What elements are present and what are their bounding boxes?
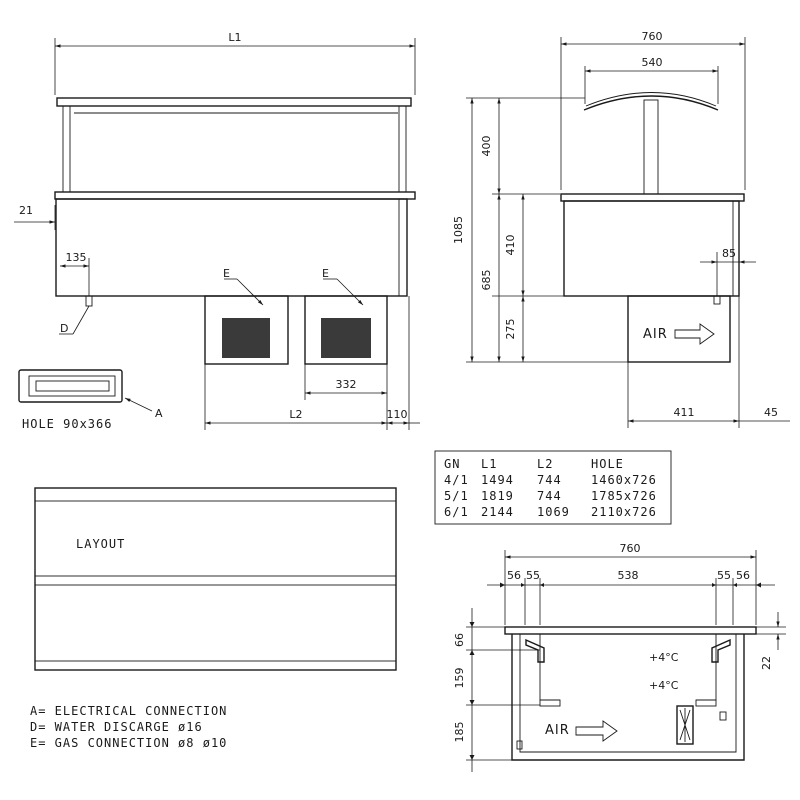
table-cell: 1785x726 [591,489,657,503]
side-compressor [627,295,731,363]
table-cell: 6/1 [444,505,469,519]
compressor-unit-right [304,295,388,365]
side-dim-85: 85 [722,247,736,260]
side-air-label: AIR [643,327,668,342]
section-dim-185: 185 [453,722,466,743]
section-air-arrow-icon [575,720,618,742]
dim-332: 332 [336,378,357,391]
front-right-post [398,105,407,193]
compressor-unit-left [204,295,289,365]
side-dim-275: 275 [504,319,517,340]
electrical-hole [35,380,110,392]
electrical-box-outer [18,369,123,403]
size-table-border [434,450,672,525]
section-dim-55-right: 55 [717,569,731,582]
drain-pipe [85,295,93,307]
section-dim-538: 538 [618,569,639,582]
table-cell: 5/1 [444,489,469,503]
side-dim-410: 410 [504,235,517,256]
side-dim-411: 411 [674,406,695,419]
section-outer-wall [511,634,745,761]
front-left-post [62,105,71,193]
front-view: L1 21 135 D E E 332 L2 110 [14,31,420,431]
section-air-label: AIR [545,723,570,738]
dim-135: 135 [66,251,87,264]
side-dim-400: 400 [480,136,493,157]
dim-L2: L2 [289,408,302,421]
section-dim-56-right: 56 [736,569,750,582]
front-counter-top [54,191,416,200]
legend-electrical: A= ELECTRICAL CONNECTION [30,704,227,718]
legend-water: D= WATER DISCARGE ø16 [30,720,203,734]
callout-E-right: E [322,267,329,280]
side-counter-top [560,193,745,202]
legend: A= ELECTRICAL CONNECTION D= WATER DISCAR… [30,704,227,750]
section-left-bracket [525,638,545,663]
side-dim-685: 685 [480,270,493,291]
table-cell: 1069 [537,505,570,519]
section-dim-55-left: 55 [526,569,540,582]
section-right-bracket [711,638,731,663]
side-dim-45: 45 [764,406,778,419]
electrical-box-inner [28,375,116,397]
section-dim-760: 760 [620,542,641,555]
table-cell: 4/1 [444,473,469,487]
table-cell: 2110x726 [591,505,657,519]
section-view: AIR +4°C +4°C 760 56 55 538 55 56 [453,542,786,772]
front-top-shelf [56,97,412,107]
dim-L1: L1 [228,31,241,44]
vent-grille-left [222,318,270,358]
section-dim-56-left: 56 [507,569,521,582]
side-dim-1085: 1085 [452,216,465,244]
table-cell: 744 [537,473,562,487]
side-air-arrow-icon [674,323,715,345]
hole-label: HOLE 90x366 [22,417,112,431]
section-dim-66: 66 [453,633,466,647]
dim-110: 110 [387,408,408,421]
side-dim-540: 540 [642,56,663,69]
section-dim-22: 22 [760,656,773,670]
table-header-cell: HOLE [591,457,624,471]
side-curved-glass [583,95,719,111]
table-cell: 1460x726 [591,473,657,487]
side-post [643,99,659,195]
section-evaporator [676,705,694,745]
table-cell: 2144 [481,505,514,519]
legend-gas: E= GAS CONNECTION ø8 ø10 [30,736,227,750]
dim-21: 21 [19,204,33,217]
layout-label: LAYOUT [76,537,125,551]
section-dim-159: 159 [453,668,466,689]
table-cell: 744 [537,489,562,503]
front-cabinet [55,198,408,297]
table-cell: 1494 [481,473,514,487]
table-header-cell: L2 [537,457,553,471]
section-top-flange [504,626,757,635]
section-temp-1: +4°C [649,651,679,664]
size-table: GN L1 L2 HOLE 4/1 1494 744 1460x726 5/1 1819 744 17… [434,450,672,525]
vent-grille-right [321,318,371,358]
section-temp-2: +4°C [649,679,679,692]
table-cell: 1819 [481,489,514,503]
side-view: AIR 760 540 1085 400 685 410 275 [452,30,790,428]
side-dim-760: 760 [642,30,663,43]
callout-E-left: E [223,267,230,280]
table-header-cell: GN [444,457,460,471]
callout-D: D [60,322,68,335]
callout-A: A [155,407,163,420]
layout-view: LAYOUT [34,487,397,671]
side-cabinet [563,200,740,297]
table-header-cell: L1 [481,457,497,471]
layout-outline [34,487,397,671]
